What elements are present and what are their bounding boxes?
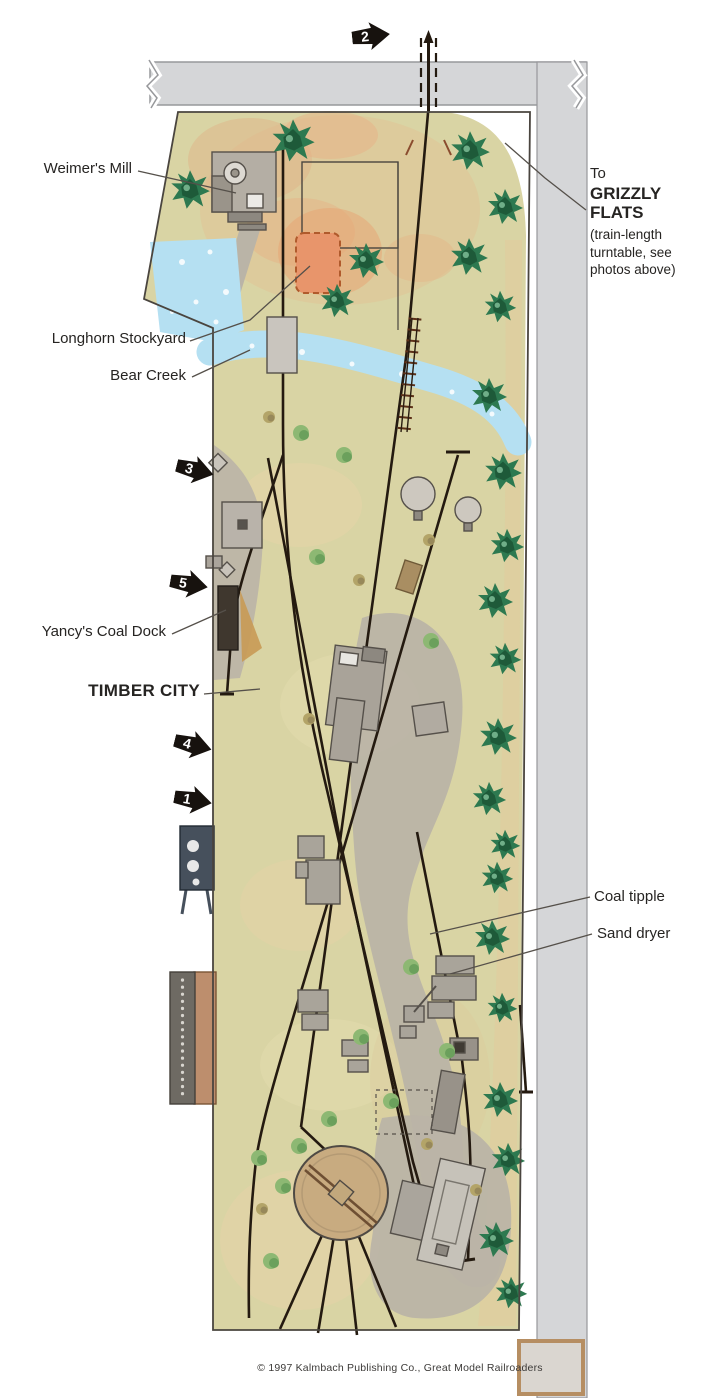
leader-lines <box>137 142 593 975</box>
left-yard-structures <box>205 452 263 579</box>
coal-tipple-structure <box>399 955 477 1039</box>
tracks <box>220 112 533 1319</box>
label-grizzly-note: (train-length turntable, see photos abov… <box>590 227 676 278</box>
bottom-yard-sheds <box>297 989 433 1135</box>
storage-tanks <box>394 476 482 595</box>
small-depot <box>411 701 449 737</box>
marker-number: 2 <box>360 27 370 45</box>
label-yancys-coal-dock: Yancy's Coal Dock <box>41 623 166 640</box>
benchwork-band <box>142 58 588 1398</box>
structures <box>169 151 487 1271</box>
yancys-coal-dock-structure <box>217 585 262 662</box>
engine-house <box>389 1157 487 1271</box>
longhorn-stockyard-structure <box>278 161 399 330</box>
label-longhorn-stockyard: Longhorn Stockyard <box>51 330 186 347</box>
layout-outline <box>142 111 531 1331</box>
copyright-line: © 1997 Kalmbach Publishing Co., Great Mo… <box>257 1362 543 1374</box>
label-grizzly-flats: GRIZZLY FLATS <box>590 184 661 223</box>
mid-yard-blocks <box>295 835 341 905</box>
timber-mill-complex <box>324 644 388 764</box>
marker-number: 5 <box>177 574 189 592</box>
backdrop-exit-track <box>405 30 452 156</box>
label-weimers-mill: Weimer's Mill <box>43 160 132 177</box>
label-sand-dryer: Sand dryer <box>597 925 671 942</box>
turntable <box>278 1145 398 1336</box>
label-timber-city: TIMBER CITY <box>88 681 200 700</box>
creek-trestle <box>397 317 422 433</box>
fascia-panel <box>179 825 215 915</box>
label-coal-tipple: Coal tipple <box>594 888 665 905</box>
bridge <box>266 316 298 374</box>
loading-pier <box>169 971 217 1105</box>
label-bear-creek: Bear Creek <box>110 367 186 384</box>
sand-dryer-structure <box>430 1037 479 1135</box>
weimers-mill-structure <box>211 151 277 231</box>
label-grizzly-flats-block: To GRIZZLY FLATS (train-length turntable… <box>590 165 714 279</box>
view-marker-2: 2 <box>351 20 392 52</box>
marker-number: 1 <box>181 790 193 808</box>
stair-box <box>517 1339 585 1396</box>
label-grizzly-to: To <box>590 165 606 182</box>
